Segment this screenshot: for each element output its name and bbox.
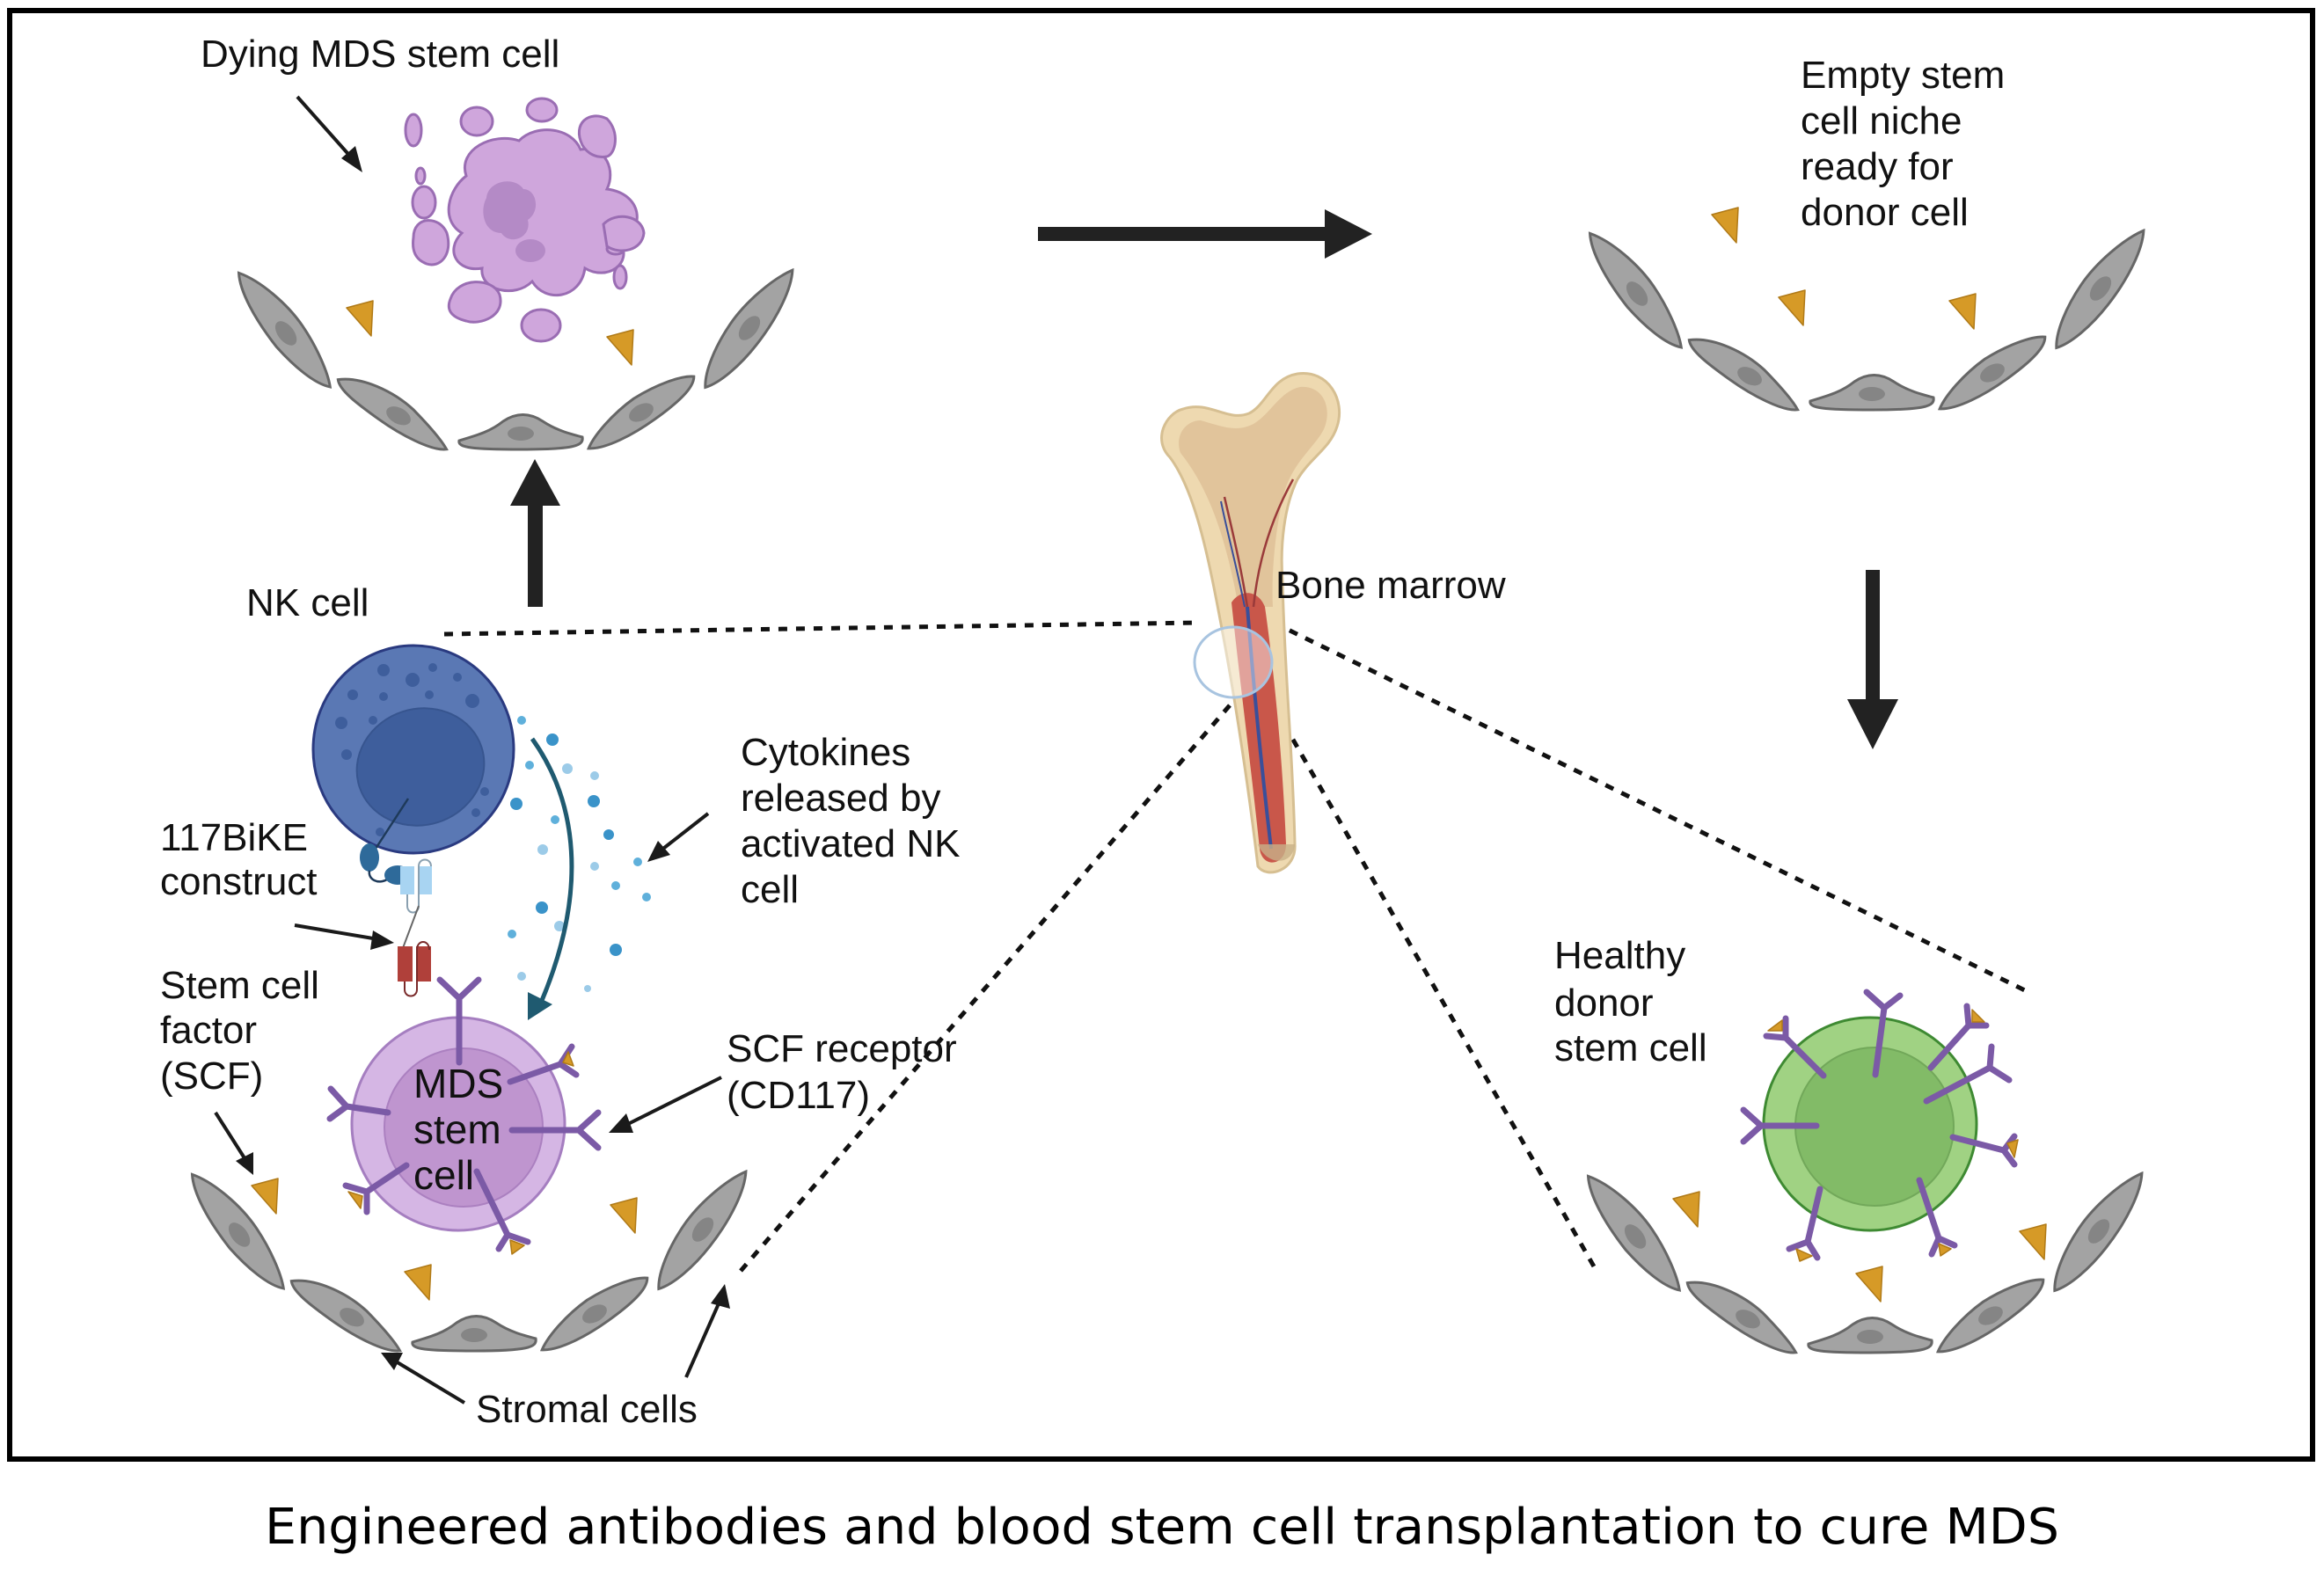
stromal-cells-label: Stromal cells (476, 1388, 698, 1431)
pointer-arrow-stromal-right (684, 1284, 730, 1378)
pointer-arrow-scf (214, 1111, 253, 1175)
scf-label: Stem cell factor (SCF) (160, 964, 330, 1098)
flow-arrow-down (1847, 570, 1898, 749)
bike-construct-label: 117BiKE construct (160, 816, 318, 903)
empty-niche-panel: Empty stem cell niche ready for donor ce… (1575, 54, 2160, 418)
pointer-arrow-stromal-left (381, 1353, 466, 1405)
pointer-arrow-bike (294, 923, 394, 950)
cytokine-flow-arrow (528, 737, 574, 1020)
marrow-zoom-circle (1193, 625, 1274, 699)
nk-cell-label: NK cell (246, 581, 369, 624)
nk-mds-panel: NK cell 117B (160, 581, 971, 1431)
nk-cell-icon (311, 644, 515, 855)
pointer-arrow-dying-cell (296, 95, 362, 172)
flow-arrow-up (510, 459, 560, 607)
mds-stem-cell-icon: MDS stem cell (326, 976, 602, 1255)
pointer-arrow-cytokines (647, 812, 710, 862)
cytokines-label: Cytokines released by activated NK cell (741, 731, 971, 911)
bike-construct-icon (360, 798, 432, 997)
figure-caption: Engineered antibodies and blood stem cel… (265, 1499, 2059, 1556)
femur-icon: Bone marrow (1160, 372, 1506, 874)
mds-cell-label: MDS stem cell (413, 1061, 515, 1198)
healthy-donor-label: Healthy donor stem cell (1554, 934, 1707, 1069)
donor-panel: Healthy donor stem cell (1554, 934, 2158, 1361)
pointer-arrow-scf-receptor (609, 1076, 722, 1133)
flow-arrow-right (1038, 209, 1372, 259)
donor-stem-cell-icon (1740, 989, 2019, 1262)
dying-cell-blob-icon (404, 97, 646, 343)
cd117-receptor-icon (326, 976, 602, 1255)
empty-niche-label: Empty stem cell niche ready for donor ce… (1801, 54, 2016, 234)
scf-receptor-label: SCF receptor (CD117) (727, 1027, 968, 1117)
cytokines-icon (508, 716, 651, 992)
bone-marrow-label: Bone marrow (1275, 564, 1506, 607)
zoom-lines (443, 620, 2032, 1279)
cd117-receptor-icon (1740, 989, 2019, 1262)
dying-cell-label: Dying MDS stem cell (201, 33, 559, 76)
dying-mds-cell-panel: Dying MDS stem cell (201, 33, 808, 457)
